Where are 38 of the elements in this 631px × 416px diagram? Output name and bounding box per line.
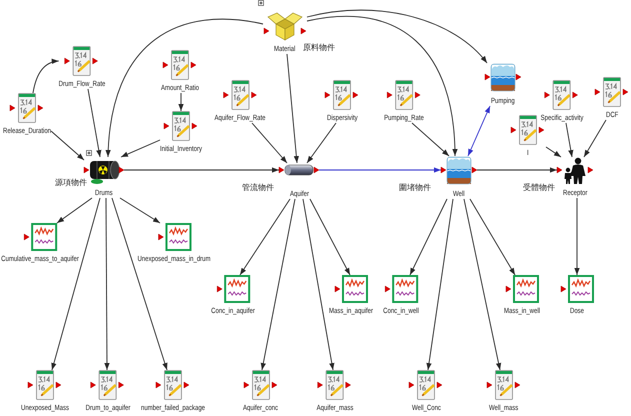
arrow bbox=[104, 198, 110, 370]
arrow bbox=[286, 54, 299, 164]
arrow bbox=[51, 198, 100, 370]
node-caption: 原料物件 bbox=[303, 43, 335, 53]
arrow bbox=[470, 198, 516, 276]
arrow bbox=[584, 120, 606, 158]
arrow bbox=[50, 130, 84, 160]
arrow bbox=[306, 16, 458, 156]
arrow bbox=[412, 122, 450, 156]
arrow bbox=[546, 146, 562, 158]
arrow bbox=[106, 18, 264, 158]
node-caption: 源項物件 bbox=[55, 178, 87, 188]
arrow bbox=[32, 59, 60, 94]
node-caption: 受體物件 bbox=[523, 183, 555, 193]
arrow bbox=[476, 167, 558, 173]
arrow bbox=[306, 122, 336, 164]
arrow bbox=[310, 198, 350, 276]
arrow bbox=[306, 10, 488, 64]
arrow bbox=[302, 198, 334, 370]
arrow bbox=[566, 122, 574, 158]
arrow bbox=[574, 198, 580, 276]
arrow bbox=[120, 198, 160, 224]
arrow bbox=[120, 140, 160, 158]
node-caption: 圍堵物件 bbox=[399, 183, 431, 193]
arrow bbox=[426, 198, 454, 370]
node-caption: 管流物件 bbox=[242, 183, 274, 193]
arrow bbox=[318, 167, 442, 173]
arrow bbox=[112, 198, 168, 370]
arrow bbox=[88, 88, 102, 158]
double-arrow bbox=[468, 106, 490, 156]
arrow bbox=[464, 198, 502, 370]
arrow bbox=[124, 167, 280, 173]
arrow bbox=[252, 122, 288, 164]
arrow bbox=[260, 198, 296, 370]
arrow bbox=[56, 198, 92, 224]
arrow bbox=[178, 92, 184, 112]
arrow bbox=[240, 198, 290, 276]
arrow bbox=[410, 198, 448, 276]
